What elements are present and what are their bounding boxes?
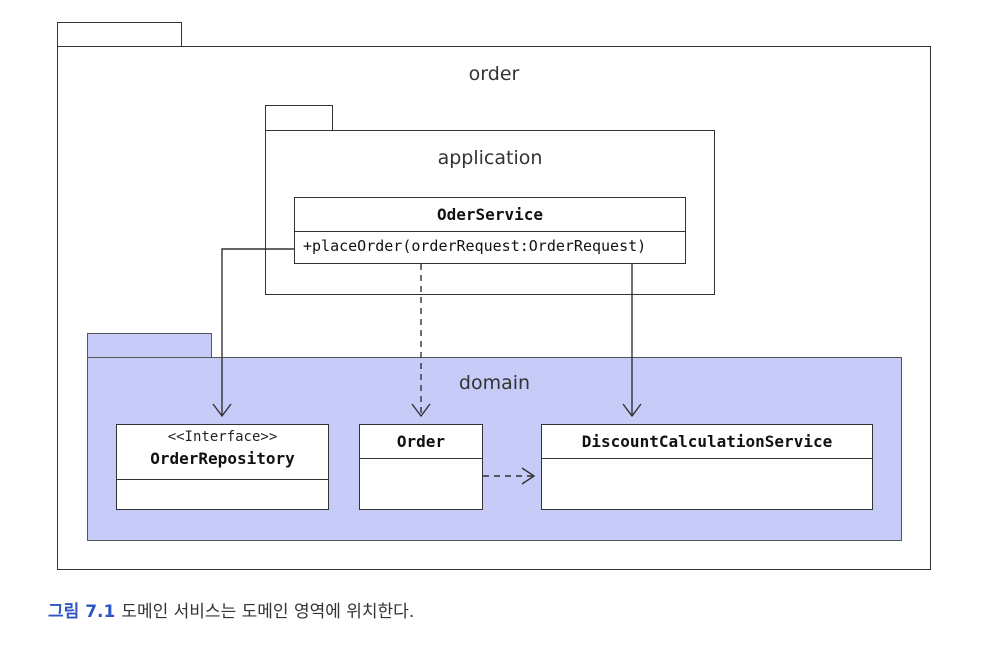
figure-caption-text: 도메인 서비스는 도메인 영역에 위치한다.: [121, 602, 415, 622]
oder-service-name: OderService: [437, 205, 543, 224]
order-repository-name: OrderRepository: [150, 449, 295, 468]
place-order-operation: +placeOrder(orderRequest:OrderRequest): [303, 237, 647, 255]
application-package-tab: [265, 105, 333, 131]
order-package-label: order: [468, 63, 520, 85]
order-repository-class: <<Interface>> OrderRepository: [116, 424, 329, 510]
discount-calculation-service-class: DiscountCalculationService: [541, 424, 873, 510]
order-class: Order: [359, 424, 483, 510]
figure-number: 그림 7.1: [48, 602, 116, 622]
interface-stereotype: <<Interface>>: [167, 429, 278, 445]
oder-service-class: OderService +placeOrder(orderRequest:Ord…: [294, 197, 686, 264]
order-package-tab: [57, 22, 182, 47]
application-package-label: application: [437, 147, 543, 169]
discount-calculation-service-name: DiscountCalculationService: [581, 432, 833, 451]
domain-package-tab: [87, 333, 212, 358]
order-class-name: Order: [396, 432, 446, 451]
domain-package-label: domain: [458, 372, 531, 394]
